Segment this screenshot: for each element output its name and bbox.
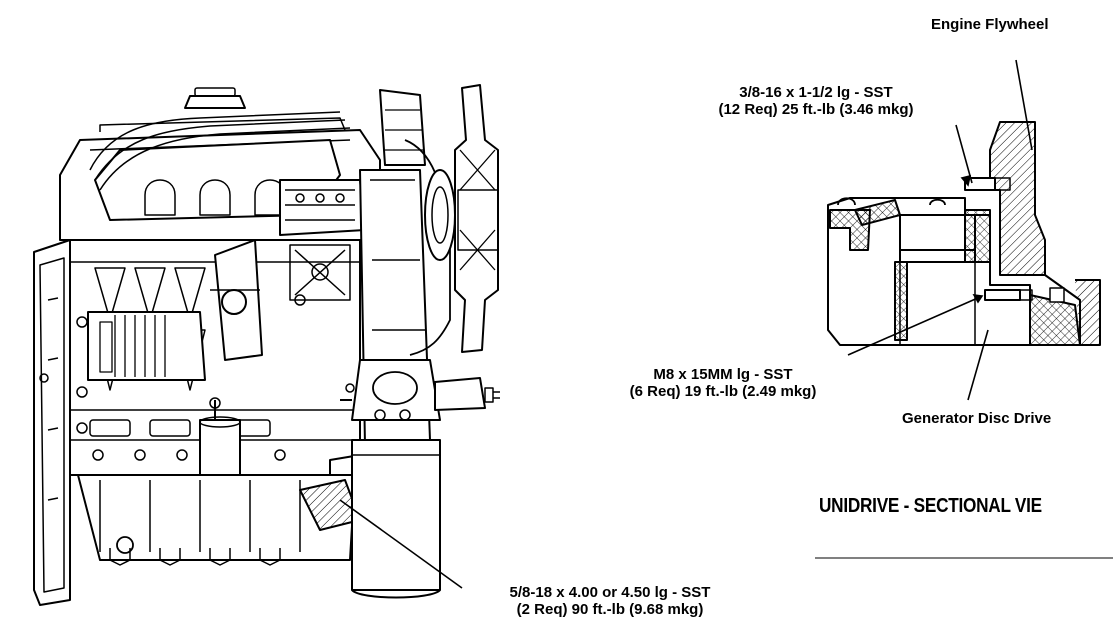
- sectional-leaders: [847, 59, 1033, 401]
- mount-bolt-leader: [339, 499, 463, 589]
- label-disc-bolt-line2: (6 Req) 19 ft.-lb (2.49 mkg): [629, 383, 817, 400]
- label-mount-bolt-line1: 5/8-18 x 4.00 or 4.50 lg - SST: [509, 584, 711, 601]
- label-mount-bolt-line2: (2 Req) 90 ft.-lb (9.68 mkg): [516, 601, 704, 618]
- oil-filter-cartridge: [351, 439, 441, 591]
- label-flywheel-bolt-line2: (12 Req) 25 ft.-lb (3.46 mkg): [718, 101, 914, 118]
- flywheel-section: [989, 121, 1046, 276]
- injection-pump: [279, 179, 366, 236]
- label-disc-bolt: M8 x 15MM lg - SST (6 Req) 19 ft.-lb (2.…: [583, 366, 863, 400]
- label-generator-disc-drive: Generator Disc Drive: [902, 410, 1052, 427]
- disc-bolt: [984, 289, 1021, 301]
- pressure-sender: [434, 377, 486, 411]
- alternator: [379, 89, 426, 166]
- label-flywheel-bolt-line1: 3/8-16 x 1-1/2 lg - SST: [739, 84, 893, 101]
- section-title: UNIDRIVE - SECTIONAL VIE: [819, 495, 1042, 517]
- oil-filler-cap: [184, 95, 246, 109]
- oil-filter-housing: [199, 419, 241, 481]
- label-engine-flywheel: Engine Flywheel: [931, 16, 1049, 33]
- sectional-view: [827, 121, 1101, 346]
- label-mount-bolt: 5/8-18 x 4.00 or 4.50 lg - SST (2 Req) 9…: [460, 584, 760, 618]
- label-disc-bolt-line1: M8 x 15MM lg - SST: [653, 366, 793, 383]
- starter-motor: [87, 311, 206, 381]
- engine-drawing: [33, 84, 500, 606]
- fan-pulley: [424, 169, 456, 261]
- label-flywheel-bolt: 3/8-16 x 1-1/2 lg - SST (12 Req) 25 ft.-…: [676, 84, 956, 118]
- cooling-fan: [454, 84, 499, 353]
- oil-pan: [77, 474, 356, 561]
- flywheel-bolt: [964, 177, 996, 191]
